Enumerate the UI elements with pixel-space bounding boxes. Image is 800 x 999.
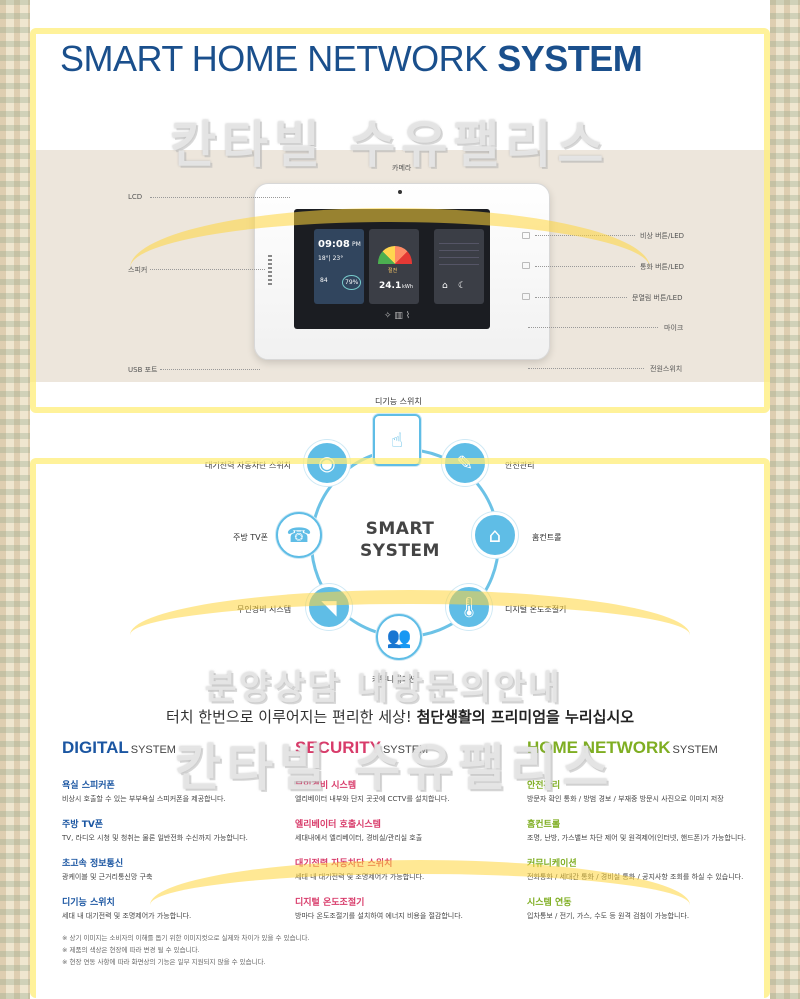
label-door: 문열림 버튼/LED <box>632 294 683 302</box>
leader-mic <box>528 327 658 328</box>
leader-usb <box>160 369 260 370</box>
footnotes: ※ 상기 이미지는 소비자의 이해를 돕기 위한 이미지컷으로 실제와 차이가 … <box>62 934 310 966</box>
touch-switch-icon: ☝ <box>373 414 421 466</box>
node-label-tvphone: 주방 TV폰 <box>233 533 268 542</box>
highlight-frame-top <box>30 28 770 413</box>
camera-icon <box>398 190 402 194</box>
tagline: 터치 한번으로 이루어지는 편리한 세상! 첨단생활의 프리미엄을 누리십시오 <box>165 708 635 726</box>
leader-power <box>528 368 644 369</box>
label-call: 통화 버튼/LED <box>640 263 685 271</box>
node-label-switch: 디기능 스위치 <box>375 397 422 406</box>
highlight-frame-bottom <box>30 458 770 998</box>
label-usb: USB 포트 <box>128 366 158 374</box>
leader-lcd <box>150 197 290 198</box>
label-lcd: LCD <box>128 193 143 201</box>
tv-phone-icon: ☎ <box>276 512 322 558</box>
node-label-homecontrol: 홈컨트롤 <box>532 533 562 542</box>
label-mic: 마이크 <box>664 324 684 332</box>
home-control-icon: ⌂ <box>472 512 518 558</box>
label-power: 전원스위치 <box>650 365 683 373</box>
page-title: SMART HOME NETWORK SYSTEM <box>60 38 643 79</box>
label-camera: 카메라 <box>392 164 412 172</box>
node-label-lamp: 대기전력 자동차단 스위치 <box>205 461 292 470</box>
smart-system-center: SMART SYSTEM <box>360 519 440 561</box>
node-label-safety: 안전관리 <box>505 461 535 470</box>
label-emergency: 비상 버튼/LED <box>640 232 685 240</box>
